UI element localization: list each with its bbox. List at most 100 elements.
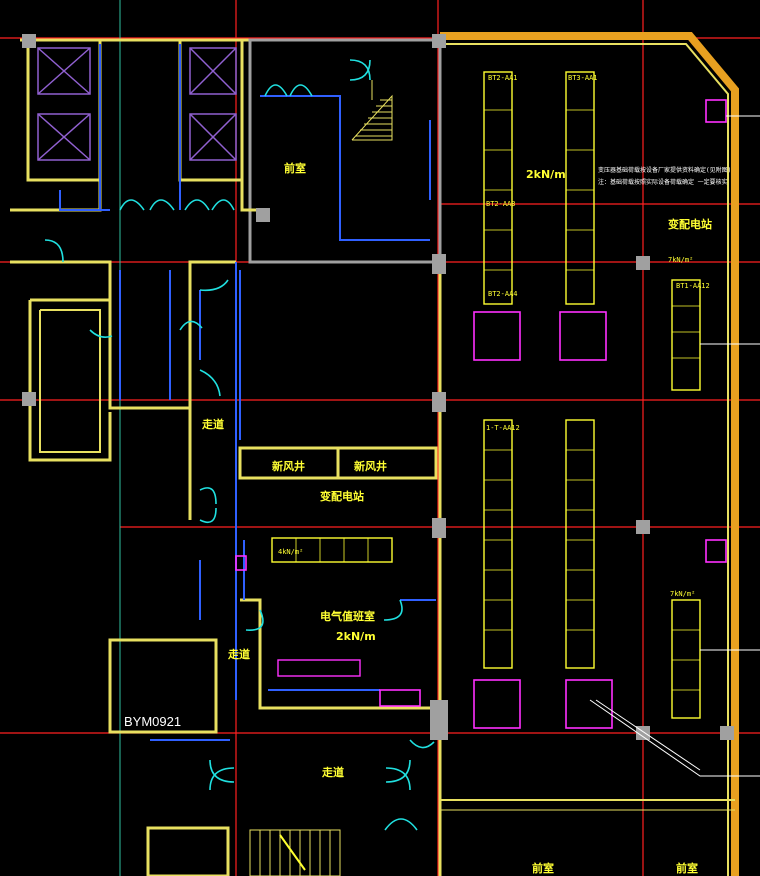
door — [384, 818, 418, 831]
door — [385, 767, 411, 791]
cabinet-row-4 — [565, 419, 595, 669]
door — [409, 739, 435, 749]
column — [22, 34, 36, 48]
door — [245, 609, 264, 631]
note-line-2: 注：基础荷载按照实际设备荷载确定 一定要核实 — [598, 178, 728, 186]
wall-toilet-block — [108, 638, 218, 734]
door — [199, 507, 217, 524]
note-line-1: 变压器基础荷载按设备厂家提供资料确定(见附图) — [598, 166, 731, 174]
door — [289, 84, 313, 97]
door — [264, 84, 288, 97]
column — [432, 254, 446, 274]
label-cab-ab1: BT2-AA1 — [488, 74, 518, 82]
label-load-7kn-top: 7kN/m² — [668, 256, 693, 264]
label-zoudao-bottom: 走道 — [321, 765, 344, 779]
door — [211, 199, 235, 211]
door — [89, 329, 113, 338]
door — [209, 767, 235, 791]
door — [385, 759, 411, 783]
wall-lobby — [10, 260, 236, 410]
door — [199, 487, 217, 505]
equipment-box-2 — [705, 539, 727, 563]
label-biandian-mid: 变配电站 — [320, 489, 364, 503]
cabinet-row-5 — [671, 279, 701, 391]
door — [119, 199, 145, 211]
label-xinfeng-2: 新风井 — [354, 459, 387, 473]
label-load-4kn: 4kN/m² — [278, 548, 303, 556]
doors — [44, 59, 435, 831]
wall-right-inner — [444, 43, 729, 876]
wall-qianshi-room — [248, 38, 442, 264]
label-load-7kn-bottom: 7kN/m² — [670, 590, 695, 598]
wall-dianqi-room — [240, 598, 436, 710]
cabinet-row-2 — [565, 71, 595, 305]
transformer-3 — [473, 679, 521, 729]
door — [209, 759, 235, 783]
transformer-1 — [473, 311, 521, 361]
equipment-box-3 — [379, 689, 421, 707]
door — [199, 369, 221, 397]
leader-lines — [589, 115, 760, 777]
label-zoudao-left: 走道 — [201, 417, 224, 431]
label-bottom-right-1: 前室 — [532, 861, 554, 875]
structural-columns — [22, 34, 734, 740]
label-load-2kn-center: 2kN/m — [526, 168, 566, 181]
label-dianqi-room: 电气值班室 — [320, 609, 375, 623]
cabinet-row-6 — [671, 599, 701, 719]
elevator-car-4 — [189, 113, 237, 161]
door — [149, 199, 175, 211]
exterior-walls — [10, 32, 739, 876]
column — [22, 392, 36, 406]
column — [432, 518, 446, 538]
column — [636, 256, 650, 270]
label-cab-ab3: BT2-AA3 — [486, 200, 516, 208]
wall-right-thick — [440, 32, 739, 876]
wall-left-ledge — [10, 180, 102, 212]
elevator-car-1 — [37, 47, 91, 95]
cabinet-4kn-area — [271, 537, 393, 563]
elevator-shafts — [37, 47, 237, 161]
equipment-box-4 — [235, 555, 247, 571]
door — [44, 239, 64, 263]
equipment-box-1 — [705, 99, 727, 123]
cabinet-row-1 — [483, 71, 513, 305]
door — [349, 59, 371, 81]
wall-left-room — [28, 300, 112, 462]
label-xinfeng-1: 新风井 — [272, 459, 305, 473]
column — [432, 392, 446, 412]
elevator-car-3 — [189, 47, 237, 95]
door — [199, 279, 229, 292]
wall-bottom-toilet — [146, 826, 230, 876]
label-cab-aa2: 1-T-AA12 — [486, 424, 520, 432]
cabinet-row-3 — [483, 419, 513, 669]
column — [430, 700, 448, 740]
staircase — [249, 80, 393, 876]
door — [179, 320, 203, 331]
column — [636, 520, 650, 534]
label-cab-ab4: BT2-AA4 — [488, 290, 518, 298]
door — [184, 199, 210, 211]
label-qianshi: 前室 — [284, 161, 306, 175]
switchgear-cabinets — [271, 71, 701, 719]
label-load-2kn: 2kN/m — [336, 630, 376, 643]
wall-right-ledge — [240, 180, 270, 212]
wall-left-room-inner — [39, 309, 101, 453]
label-door-code: BYM0921 — [124, 714, 181, 729]
column — [256, 208, 270, 222]
label-biandian-right: 变配电站 — [668, 217, 712, 231]
transformer-2 — [559, 311, 607, 361]
transformer-4 — [565, 679, 613, 729]
column — [432, 34, 446, 48]
column — [720, 726, 734, 740]
label-cab-aa1: BT3-AA1 — [568, 74, 598, 82]
transformers — [235, 99, 727, 729]
label-zoudao-mid: 走道 — [227, 647, 250, 661]
door — [383, 599, 403, 621]
elevator-car-2 — [37, 113, 91, 161]
label-bottom-right-2: 前室 — [676, 861, 698, 875]
door — [349, 59, 371, 81]
label-cab-aa12: BT1-AA12 — [676, 282, 710, 290]
